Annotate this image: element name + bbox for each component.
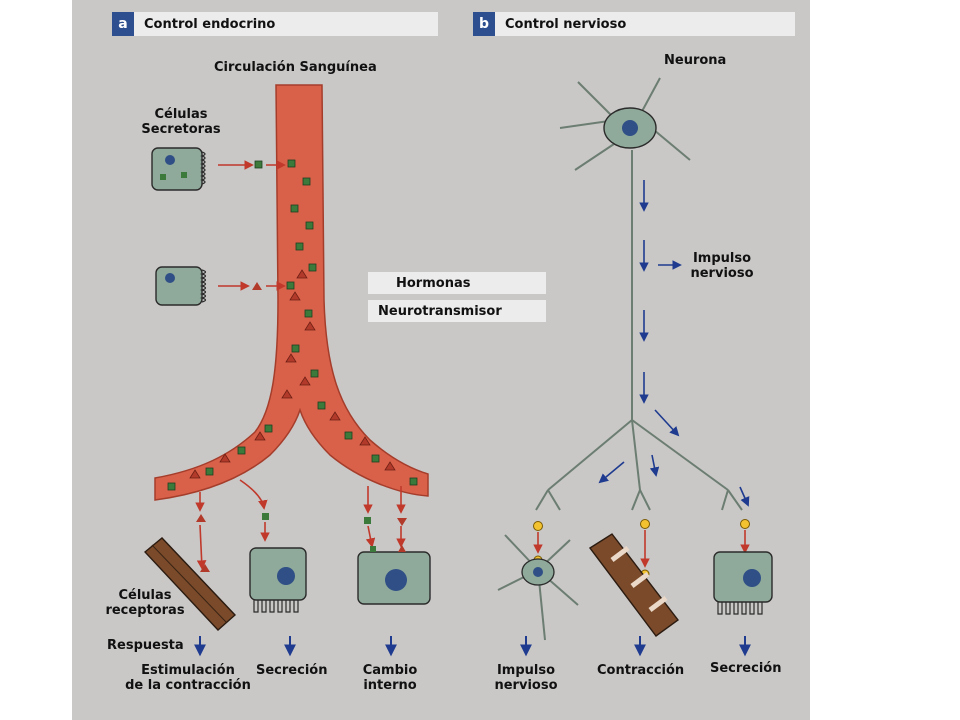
legend-neurotransmitter-label: Neurotransmisor (378, 303, 502, 319)
label-nerve-impulse-out-line1: Impulso (496, 663, 556, 678)
label-internal-change-line2: interno (363, 678, 417, 693)
label-neuron: Neurona (664, 53, 727, 68)
label-internal-change-line1: Cambio (362, 663, 418, 678)
secreted-hormone-square (254, 160, 263, 169)
legend-hormones: Hormonas (368, 272, 546, 294)
secretory-cell-top (151, 147, 206, 191)
secreted-hormone-triangle (252, 282, 262, 290)
target-neuron-b (497, 534, 579, 641)
legend-hormones-label: Hormonas (396, 275, 471, 291)
label-stimulation-line1: Estimulación (141, 663, 235, 678)
label-response: Respuesta (107, 638, 184, 653)
panel-b-header: b Control nervioso (473, 12, 795, 36)
vessel-hormone-squares (167, 159, 418, 491)
panel-a-header: a Control endocrino (112, 12, 438, 36)
label-receptor-cells-line1: Células (118, 588, 172, 603)
secretory-cell-bottom (155, 266, 207, 306)
label-internal-change: Cambio interno (352, 663, 428, 693)
label-circulation: Circulación Sanguínea (214, 60, 377, 75)
vessel-hormone-triangles (189, 269, 396, 479)
label-secretory-cells: Células Secretoras (136, 107, 226, 137)
blood-vessel (154, 84, 429, 501)
muscle-fiber-a (143, 537, 237, 631)
secretory-target-cell (249, 547, 307, 613)
panel-b-badge: b (473, 12, 495, 36)
panel-a-title: Control endocrino (144, 16, 276, 32)
label-receptor-cells-line2: receptoras (105, 603, 185, 618)
secretory-target-cell-b (713, 551, 773, 615)
panel-b-title: Control nervioso (505, 16, 627, 32)
label-nerve-impulse-mid-line1: Impulso (692, 251, 752, 266)
label-receptor-cells: Células receptoras (100, 588, 190, 618)
label-stimulation-line2: de la contracción (125, 678, 251, 693)
label-nerve-impulse-mid: Impulso nervioso (684, 251, 760, 281)
label-nerve-impulse-mid-line2: nervioso (690, 266, 754, 281)
label-nerve-impulse-out: Impulso nervioso (488, 663, 564, 693)
legend-neurotransmitter: Neurotransmisor (368, 300, 546, 322)
label-secretory-cells-line1: Células (154, 107, 208, 122)
label-secretion-b: Secreción (710, 661, 782, 676)
panel-a-badge: a (112, 12, 134, 36)
label-contraction: Contracción (597, 663, 685, 678)
muscle-fiber-b (588, 533, 679, 637)
internal-change-cell (357, 545, 431, 605)
label-secretion-a: Secreción (256, 663, 328, 678)
label-secretory-cells-line2: Secretoras (141, 122, 221, 137)
neuron (535, 77, 743, 511)
label-nerve-impulse-out-line2: nervioso (494, 678, 558, 693)
label-stimulation: Estimulación de la contracción (118, 663, 258, 693)
